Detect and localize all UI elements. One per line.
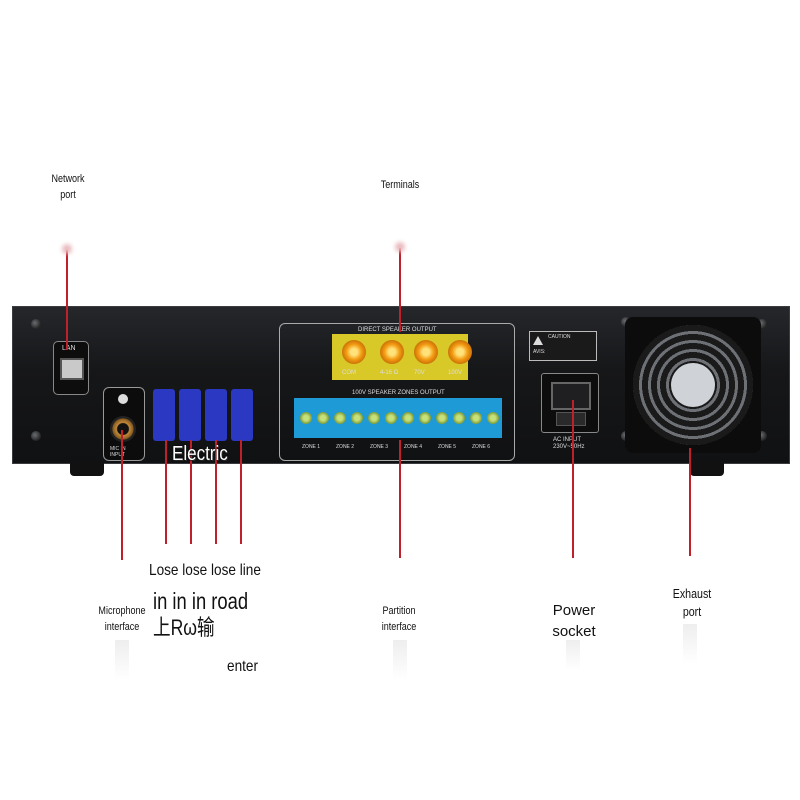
terminal-label: 100V (448, 370, 463, 376)
exhaust-port-label: Exhaust port (672, 586, 712, 619)
callout-dot (395, 242, 405, 252)
screw (31, 431, 41, 441)
terminal-label: 4-16 Ω (380, 370, 399, 376)
rca-jack-1[interactable] (153, 389, 175, 441)
warning-icon (533, 336, 543, 345)
callout-fade (393, 640, 407, 680)
zone-terminal-screw[interactable] (368, 412, 380, 424)
ac-input-label: AC INPUT 230V~50Hz (553, 437, 585, 450)
microphone-interface-label: Microphone interface (98, 605, 146, 633)
screw (31, 319, 41, 329)
zone-terminal-screw[interactable] (487, 412, 499, 424)
callout-line-network (66, 250, 68, 350)
garbled-label: 上Rω输 (153, 615, 215, 640)
callout-line-partition (399, 440, 401, 558)
direct-output-title: DIRECT SPEAKER OUTPUT (358, 327, 437, 333)
speaker-output-frame: DIRECT SPEAKER OUTPUT COM 4-16 Ω 70V 100V 1… (279, 323, 515, 461)
callout-fade (115, 640, 129, 680)
caution-text: CAUTION (548, 334, 571, 340)
terminals-label: Terminals (380, 179, 420, 191)
zone-label: ZONE 6 (472, 444, 491, 450)
caution-label: CAUTION AVIS: (529, 331, 597, 361)
rca-input-group (153, 389, 253, 447)
zone-label: ZONE 4 (404, 444, 423, 450)
ethernet-jack (60, 358, 84, 380)
lose-line-label: Lose lose lose line (149, 562, 261, 579)
zone-terminal-screw[interactable] (300, 412, 312, 424)
callout-line-rca-3 (215, 440, 217, 544)
direct-output-terminal[interactable] (414, 340, 438, 364)
network-port-label: Network port (51, 173, 85, 201)
lan-port[interactable]: LAN (53, 341, 89, 395)
direct-output-terminal[interactable] (448, 340, 472, 364)
zone-terminal-screw[interactable] (419, 412, 431, 424)
iec-inlet (551, 382, 591, 410)
zone-terminal-screw[interactable] (402, 412, 414, 424)
electric-label: Electric (172, 443, 228, 465)
callout-line-power (572, 400, 574, 558)
in-road-label: in in in road (153, 588, 249, 614)
microphone-input-jack[interactable]: MIC IN INPUT (103, 387, 145, 461)
terminal-label: COM (342, 370, 356, 376)
exhaust-fan (625, 317, 761, 453)
callout-line-terminals (399, 248, 401, 332)
screw (757, 319, 767, 329)
zone-terminal-screw[interactable] (351, 412, 363, 424)
callout-fade (566, 640, 580, 670)
callout-line-rca-4 (240, 440, 242, 544)
zones-title: 100V SPEAKER ZONES OUTPUT (352, 390, 445, 396)
rca-jack-4[interactable] (231, 389, 253, 441)
zone-terminal-screw[interactable] (385, 412, 397, 424)
callout-line-exhaust (689, 448, 691, 556)
zone-label: ZONE 5 (438, 444, 457, 450)
partition-interface-label: Partition interface (381, 605, 417, 633)
callout-dot (62, 244, 72, 254)
rca-jack-2[interactable] (179, 389, 201, 441)
direct-output-terminal[interactable] (380, 340, 404, 364)
terminal-label: 70V (414, 370, 425, 376)
zone-terminal-screw[interactable] (334, 412, 346, 424)
zone-terminal-screw[interactable] (453, 412, 465, 424)
callout-line-microphone (121, 430, 123, 560)
callout-fade (683, 624, 697, 664)
amplifier-rear-panel: LAN MIC IN INPUT DIRECT SPEAKER OUTPUT C… (12, 306, 790, 464)
microphone-icon (118, 394, 128, 404)
zone-terminal-screw[interactable] (470, 412, 482, 424)
rca-jack-3[interactable] (205, 389, 227, 441)
fuse-holder (556, 412, 586, 426)
lan-label: LAN (62, 345, 76, 352)
enter-label: enter (227, 658, 258, 675)
zone-label: ZONE 3 (370, 444, 389, 450)
power-socket-label: Power socket (552, 602, 596, 640)
device-foot (690, 462, 724, 476)
callout-line-rca-1 (165, 440, 167, 544)
zone-terminal-screw[interactable] (436, 412, 448, 424)
power-socket[interactable] (541, 373, 599, 433)
avis-text: AVIS: (533, 349, 546, 355)
callout-line-rca-2 (190, 440, 192, 544)
screw (757, 431, 767, 441)
fan-hub (671, 363, 715, 407)
device-foot (70, 462, 104, 476)
zone-terminal-screw[interactable] (317, 412, 329, 424)
jack-socket (110, 416, 136, 442)
direct-output-terminal[interactable] (342, 340, 366, 364)
mic-input-label: MIC IN INPUT (110, 446, 126, 458)
zone-label: ZONE 2 (336, 444, 355, 450)
zone-label: ZONE 1 (302, 444, 321, 450)
